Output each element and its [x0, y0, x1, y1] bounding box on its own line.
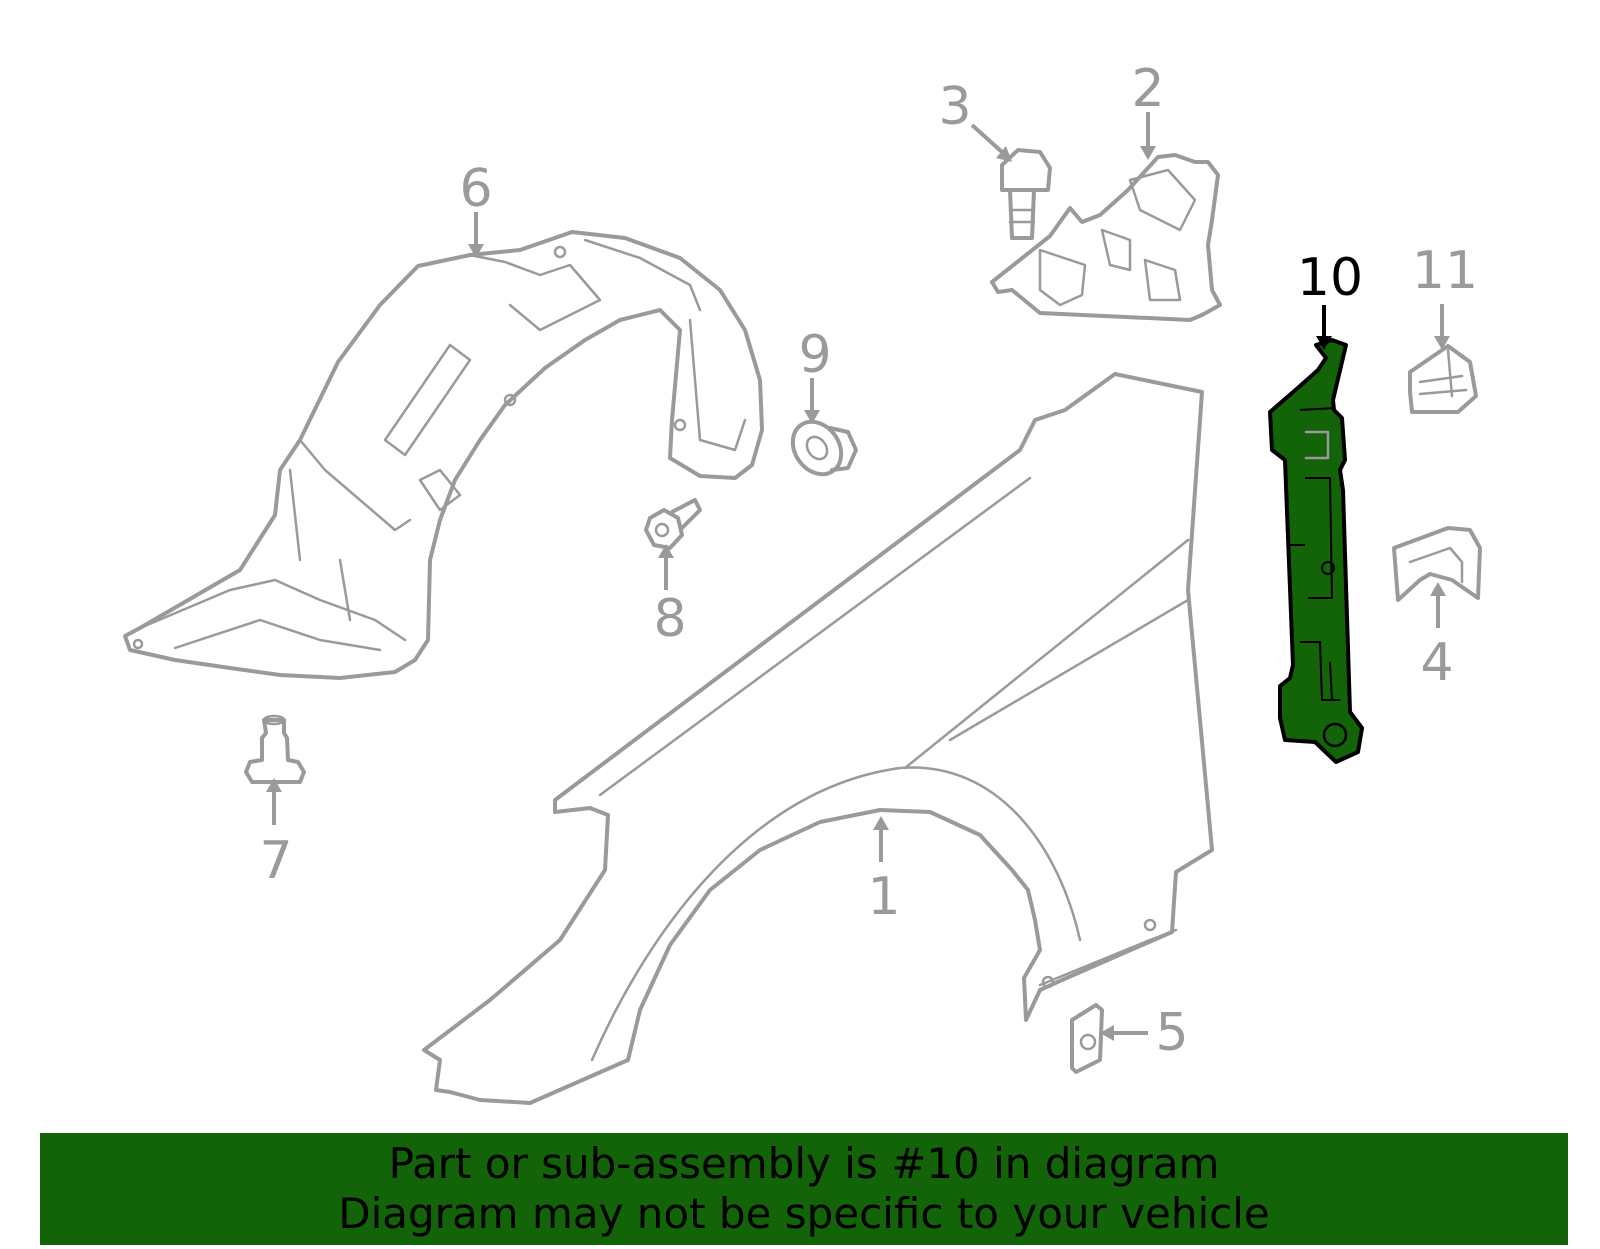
part-8-screw [644, 498, 702, 550]
banner-line-2: Diagram may not be specific to your vehi… [338, 1189, 1270, 1238]
callout-10: 10 [1297, 248, 1363, 308]
part-11-pad [1408, 344, 1478, 414]
callout-8: 8 [653, 589, 686, 649]
callout-9: 9 [798, 325, 831, 385]
part-6-fender-liner [123, 230, 764, 680]
callout-5: 5 [1155, 1003, 1188, 1063]
callout-3: 3 [938, 77, 971, 137]
part-10-support [1268, 338, 1364, 764]
part-9-grommet [790, 419, 858, 477]
callout-4: 4 [1420, 633, 1453, 693]
callout-11: 11 [1412, 241, 1478, 301]
banner-line-1: Part or sub-assembly is #10 in diagram [388, 1139, 1220, 1188]
callout-1: 1 [867, 867, 900, 927]
part-1-fender [422, 372, 1214, 1105]
info-banner: Part or sub-assembly is #10 in diagram D… [40, 1133, 1568, 1245]
callout-2: 2 [1131, 59, 1164, 119]
callout-arrows [266, 112, 1450, 1041]
callout-6: 6 [459, 159, 492, 219]
part-5-retainer [1070, 1003, 1104, 1074]
part-4-insulator [1392, 526, 1482, 602]
part-3-bolt [1000, 148, 1052, 240]
callout-labels: 6 2 3 9 8 7 1 5 4 11 10 [259, 59, 1478, 1063]
part-10-shape [1268, 338, 1364, 764]
part-7-clip [244, 714, 306, 784]
callout-7: 7 [259, 831, 292, 891]
part-2-bracket [990, 153, 1222, 322]
